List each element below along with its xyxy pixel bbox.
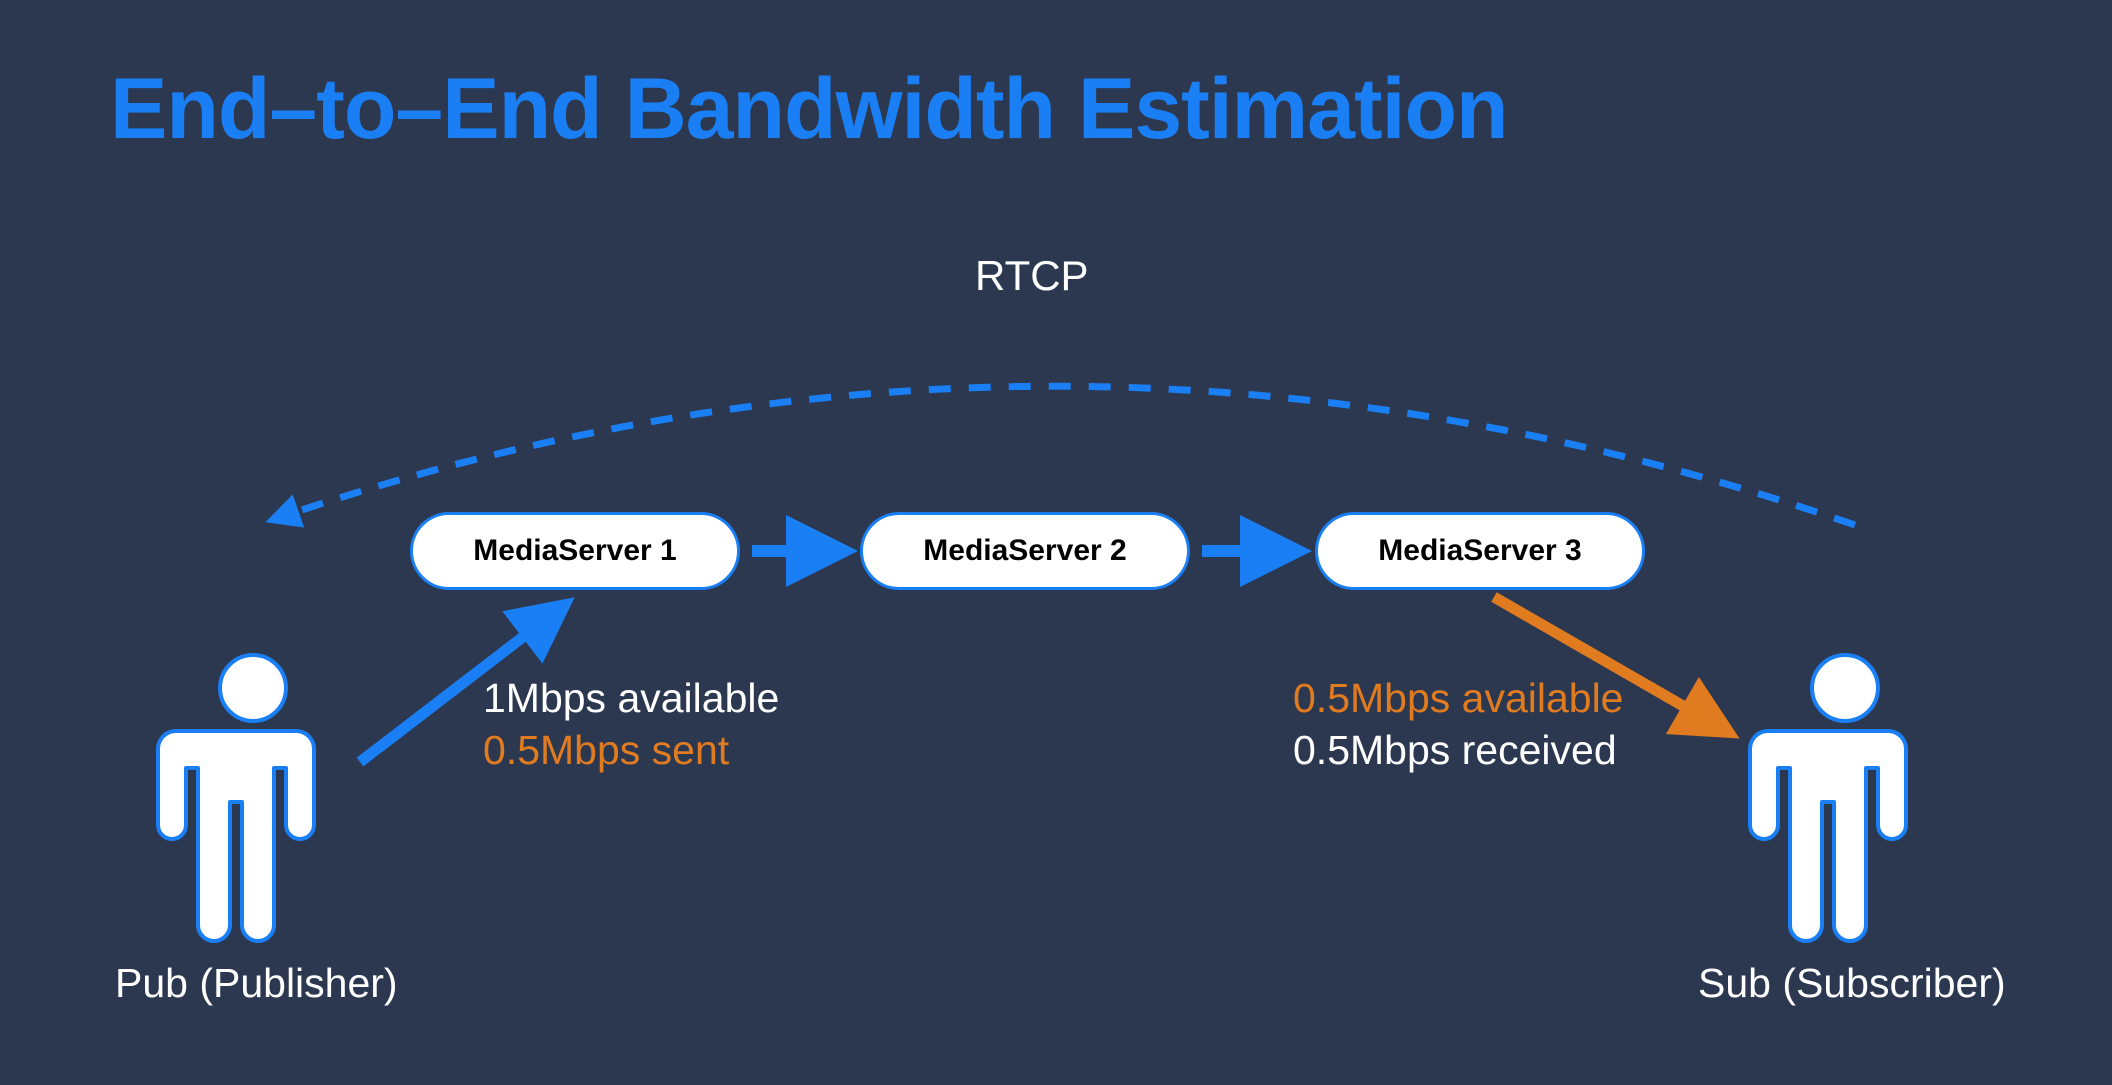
media-server-2-node[interactable]: MediaServer 2 — [860, 512, 1190, 590]
publisher-sent-bandwidth-text: 0.5Mbps sent — [483, 727, 730, 774]
publisher-person-icon — [156, 653, 316, 943]
media-server-3-node[interactable]: MediaServer 3 — [1315, 512, 1645, 590]
publisher-available-bandwidth-text: 1Mbps available — [483, 675, 780, 721]
publisher-bandwidth-annotation: 1Mbps available 0.5Mbps sent — [483, 672, 779, 777]
subscriber-caption: Sub (Subscriber) — [1698, 960, 2006, 1006]
rtcp-label: RTCP — [975, 252, 1089, 299]
media-server-1-node[interactable]: MediaServer 1 — [410, 512, 740, 590]
subscriber-available-bandwidth-text: 0.5Mbps available — [1293, 675, 1624, 721]
subscriber-received-bandwidth-text: 0.5Mbps received — [1293, 727, 1617, 774]
media-server-2-label: MediaServer 2 — [923, 534, 1127, 567]
media-server-3-label: MediaServer 3 — [1378, 534, 1582, 567]
publisher-caption: Pub (Publisher) — [115, 960, 398, 1006]
media-server-1-label: MediaServer 1 — [473, 534, 677, 567]
rtcp-feedback-arc — [265, 382, 1857, 529]
subscriber-bandwidth-annotation: 0.5Mbps available 0.5Mbps received — [1293, 672, 1623, 777]
page-title: End–to–End Bandwidth Estimation — [110, 61, 1509, 157]
subscriber-person-icon — [1748, 653, 1908, 943]
flow-arrow-server3-to-sub — [1491, 592, 1740, 739]
flow-arrow-pub-to-server1 — [356, 597, 575, 767]
